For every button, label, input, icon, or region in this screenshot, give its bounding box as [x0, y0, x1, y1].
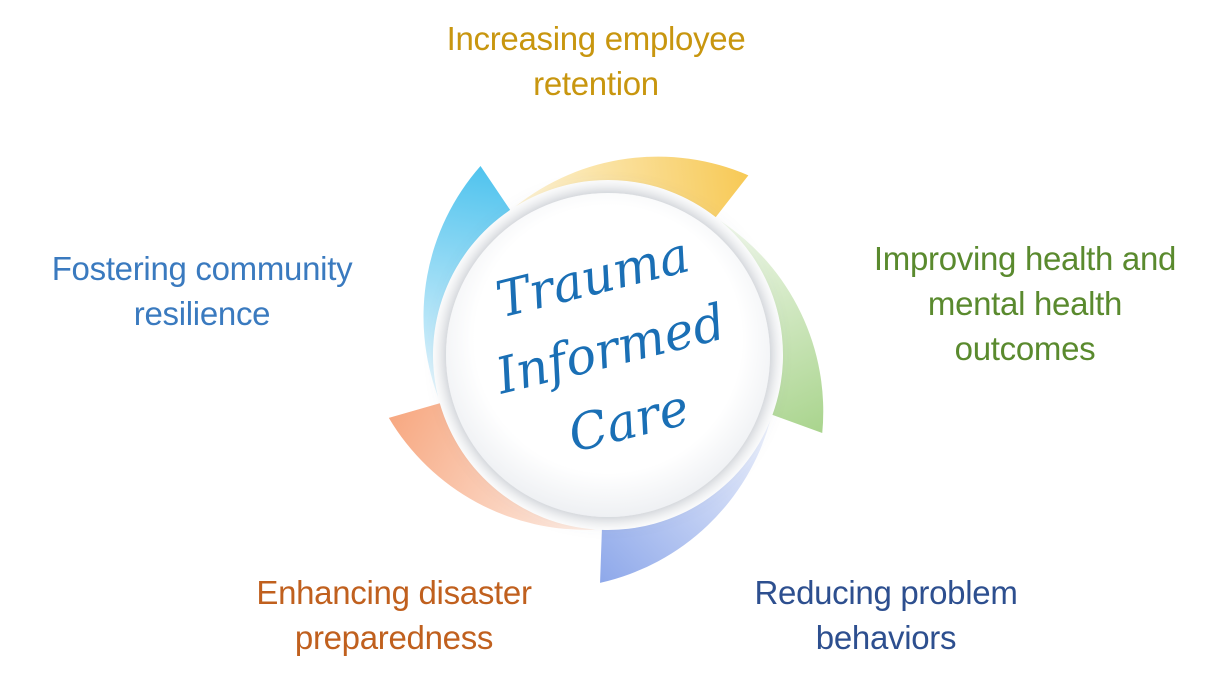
- outcome-label-line: retention: [533, 65, 659, 102]
- outcome-label-problem-behaviors: Reducing problem behaviors: [706, 570, 1066, 660]
- outcome-label-line: Fostering community: [51, 250, 353, 287]
- petals-group: [388, 156, 824, 583]
- outcome-label-line: Improving health and: [873, 240, 1177, 277]
- outcome-label-line: outcomes: [954, 330, 1096, 367]
- outcome-label-line: resilience: [133, 295, 271, 332]
- petal-right: [720, 220, 824, 433]
- outcome-label-line: behaviors: [815, 619, 957, 656]
- petal-bottom-left: [388, 403, 596, 530]
- petal-left: [423, 165, 511, 398]
- petal-bottom-right: [600, 420, 771, 583]
- outcome-label-health-outcomes: Improving health and mental health outco…: [838, 236, 1212, 371]
- center-circle: [446, 193, 770, 517]
- outcome-label-line: Enhancing disaster: [256, 574, 532, 611]
- outcome-label-line: Reducing problem: [754, 574, 1018, 611]
- outcome-label-line: preparedness: [294, 619, 494, 656]
- outcome-label-community-resilience: Fostering community resilience: [12, 246, 392, 336]
- petal-top: [515, 156, 749, 218]
- outcome-label-disaster-preparedness: Enhancing disaster preparedness: [214, 570, 574, 660]
- outcome-label-line: Increasing employee: [446, 20, 746, 57]
- outcome-label-line: mental health: [927, 285, 1123, 322]
- outcome-label-employee-retention: Increasing employee retention: [396, 16, 796, 106]
